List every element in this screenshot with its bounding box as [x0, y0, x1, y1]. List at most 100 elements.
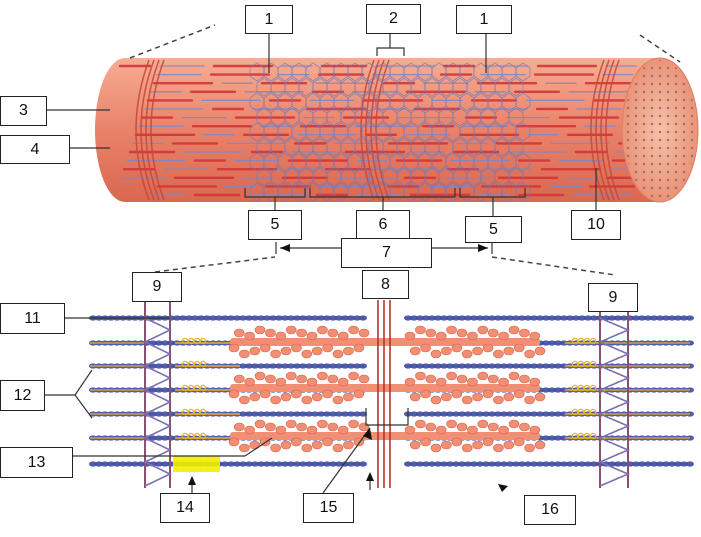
sr-cell — [515, 92, 531, 112]
myosin-head — [259, 343, 271, 353]
myosin-head — [301, 349, 313, 359]
myosin-head — [228, 343, 240, 353]
actin-bead — [263, 411, 271, 417]
myosin-head — [534, 440, 546, 450]
myosin-head — [285, 371, 297, 381]
actin-bead — [578, 461, 586, 467]
actin-bead — [305, 363, 313, 369]
actin-bead — [512, 363, 520, 369]
actin-bead — [464, 315, 472, 321]
myofibril — [95, 57, 699, 203]
actin-bead — [638, 315, 646, 321]
myosin-head — [275, 425, 287, 435]
myosin-head — [420, 437, 431, 447]
z-disc-band — [145, 59, 160, 201]
actin-bead — [359, 411, 367, 417]
myosin-head — [508, 419, 520, 429]
myosin-head — [244, 377, 255, 387]
myosin-head — [337, 425, 349, 435]
actin-bead — [554, 340, 562, 346]
actin-bead — [275, 461, 283, 467]
actin-bead — [179, 315, 187, 321]
myosin-head — [348, 371, 359, 381]
myosin-head — [446, 371, 457, 381]
actin-bead — [251, 411, 259, 417]
titin-coil — [193, 408, 201, 416]
actin-bead — [494, 461, 502, 467]
myosin-head — [487, 374, 499, 384]
actin-bead — [482, 363, 490, 369]
actin-bead — [506, 315, 514, 321]
actin-bead — [263, 461, 271, 467]
actin-bead — [680, 461, 688, 467]
actin-bead — [494, 411, 502, 417]
actin-bead — [434, 363, 442, 369]
myosin-head — [477, 325, 489, 335]
titin-coil — [199, 432, 207, 440]
actin-bead — [269, 363, 277, 369]
actin-bead — [221, 461, 229, 467]
actin-bead — [458, 363, 466, 369]
actin-bead — [656, 315, 664, 321]
actin-bead — [530, 411, 538, 417]
actin-bead — [488, 315, 496, 321]
actin-bead — [452, 363, 460, 369]
myosin-head — [317, 419, 328, 429]
myosin-head — [254, 419, 266, 429]
myosin-head — [296, 328, 307, 338]
myosin-head — [270, 443, 281, 453]
sr-cell — [515, 182, 531, 202]
actin-bead — [620, 461, 628, 467]
actin-bead — [257, 363, 265, 369]
myosin-head — [280, 346, 292, 356]
myosin-head — [296, 374, 307, 384]
titin-coil — [589, 408, 597, 416]
actin-bead — [566, 461, 574, 467]
actin-bead — [323, 461, 331, 467]
myosin-head — [270, 395, 281, 405]
sarcomere — [89, 300, 694, 488]
myosin-head — [254, 325, 266, 335]
actin-bead — [428, 461, 436, 467]
actin-bead — [323, 363, 331, 369]
actin-bead — [317, 363, 325, 369]
actin-bead — [434, 461, 442, 467]
myosin-head — [265, 422, 276, 432]
actin-bead — [275, 363, 283, 369]
myosin-head — [461, 395, 473, 405]
actin-bead — [644, 315, 652, 321]
myosin-head — [275, 331, 287, 341]
myosin-head — [332, 443, 344, 453]
actin-bead — [650, 315, 658, 321]
actin-bead — [662, 315, 670, 321]
actin-bead — [317, 315, 325, 321]
actin-bead — [410, 411, 418, 417]
arrowheads — [280, 244, 488, 252]
actin-bead — [422, 315, 430, 321]
myosin-head — [456, 374, 468, 384]
actin-bead — [446, 315, 454, 321]
actin-bead — [155, 461, 163, 467]
actin-bead — [530, 461, 538, 467]
label-1-right: 1 — [456, 5, 512, 34]
myosin-head — [472, 392, 483, 402]
myosin-head — [280, 392, 292, 402]
titin-coil — [181, 384, 189, 392]
myosin-head — [233, 374, 245, 384]
actin-bead — [464, 411, 472, 417]
actin-bead — [125, 461, 133, 467]
actin-bead — [317, 461, 325, 467]
myosin-head — [301, 443, 313, 453]
actin-bead — [305, 461, 313, 467]
actin-bead — [530, 315, 538, 321]
actin-bead — [311, 461, 319, 467]
myosin-head — [503, 392, 515, 402]
label-7: 7 — [341, 238, 432, 268]
actin-bead — [203, 315, 211, 321]
actin-bead — [524, 363, 532, 369]
myosin-head — [291, 389, 302, 399]
actin-bead — [335, 363, 343, 369]
actin-bead — [572, 315, 580, 321]
actin-bead — [674, 315, 682, 321]
label-13: 13 — [0, 447, 73, 478]
